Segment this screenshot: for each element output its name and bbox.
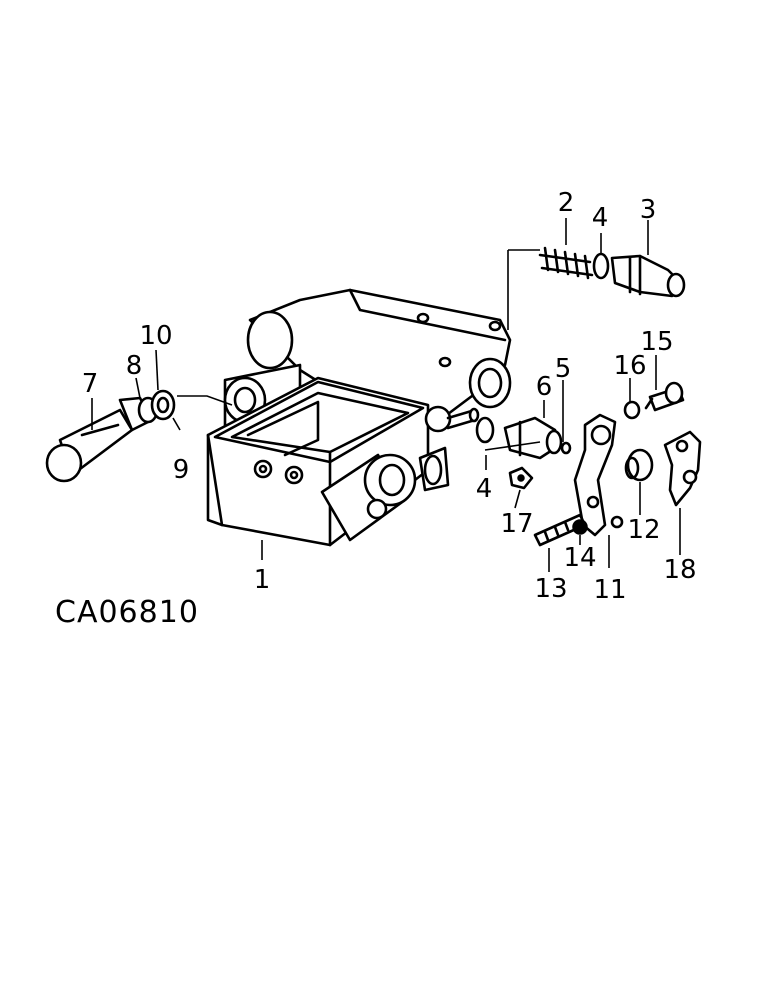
- callout-11: 11: [593, 575, 626, 605]
- leader-line: [507, 249, 540, 330]
- callout-15: 15: [640, 327, 673, 357]
- washer-part-16: [623, 400, 641, 420]
- nut-part-14: [572, 519, 588, 535]
- washer-part-5: [560, 441, 572, 455]
- callout-4-top: 4: [592, 203, 609, 233]
- callout-7: 7: [82, 369, 99, 399]
- leader-line: [484, 441, 541, 451]
- callout-5: 5: [555, 354, 572, 384]
- callout-leaders: [91, 218, 681, 572]
- plug-part-7: [45, 396, 154, 483]
- callout-6: 6: [536, 372, 553, 402]
- bushing-part-12: [624, 448, 654, 482]
- valve-body-part-3: [610, 254, 686, 298]
- bolt-part-15: [644, 381, 685, 412]
- callout-14: 14: [563, 543, 596, 573]
- callout-8: 8: [126, 351, 143, 381]
- callout-17: 17: [500, 509, 533, 539]
- nut-part-17: [508, 466, 534, 490]
- callout-1: 1: [254, 565, 271, 595]
- callout-16: 16: [613, 351, 646, 381]
- housing-part-1: [206, 288, 512, 547]
- reference-code: CA06810: [55, 595, 199, 630]
- leader-line: [177, 395, 233, 406]
- spring-part-2: [538, 246, 594, 280]
- callout-9: 9: [173, 455, 190, 485]
- callout-10: 10: [139, 321, 172, 351]
- callout-12: 12: [627, 515, 660, 545]
- callout-2: 2: [558, 188, 575, 218]
- ring-part-10: [150, 389, 176, 421]
- fitting-part-6: [503, 416, 563, 460]
- callout-18: 18: [663, 555, 696, 585]
- callout-4-mid: 4: [476, 474, 493, 504]
- leader-line: [514, 489, 521, 509]
- callout-3: 3: [640, 195, 657, 225]
- o-ring-part-4-top: [592, 252, 610, 280]
- o-ring-part-4-mid: [475, 416, 495, 444]
- lever-part-11: [573, 413, 624, 537]
- arm-part-18: [663, 430, 702, 507]
- callout-labels: 1 2 3 4 4 5 6 7 8 9 10 11 12 13 14 15 16…: [82, 188, 697, 605]
- callout-13: 13: [534, 574, 567, 604]
